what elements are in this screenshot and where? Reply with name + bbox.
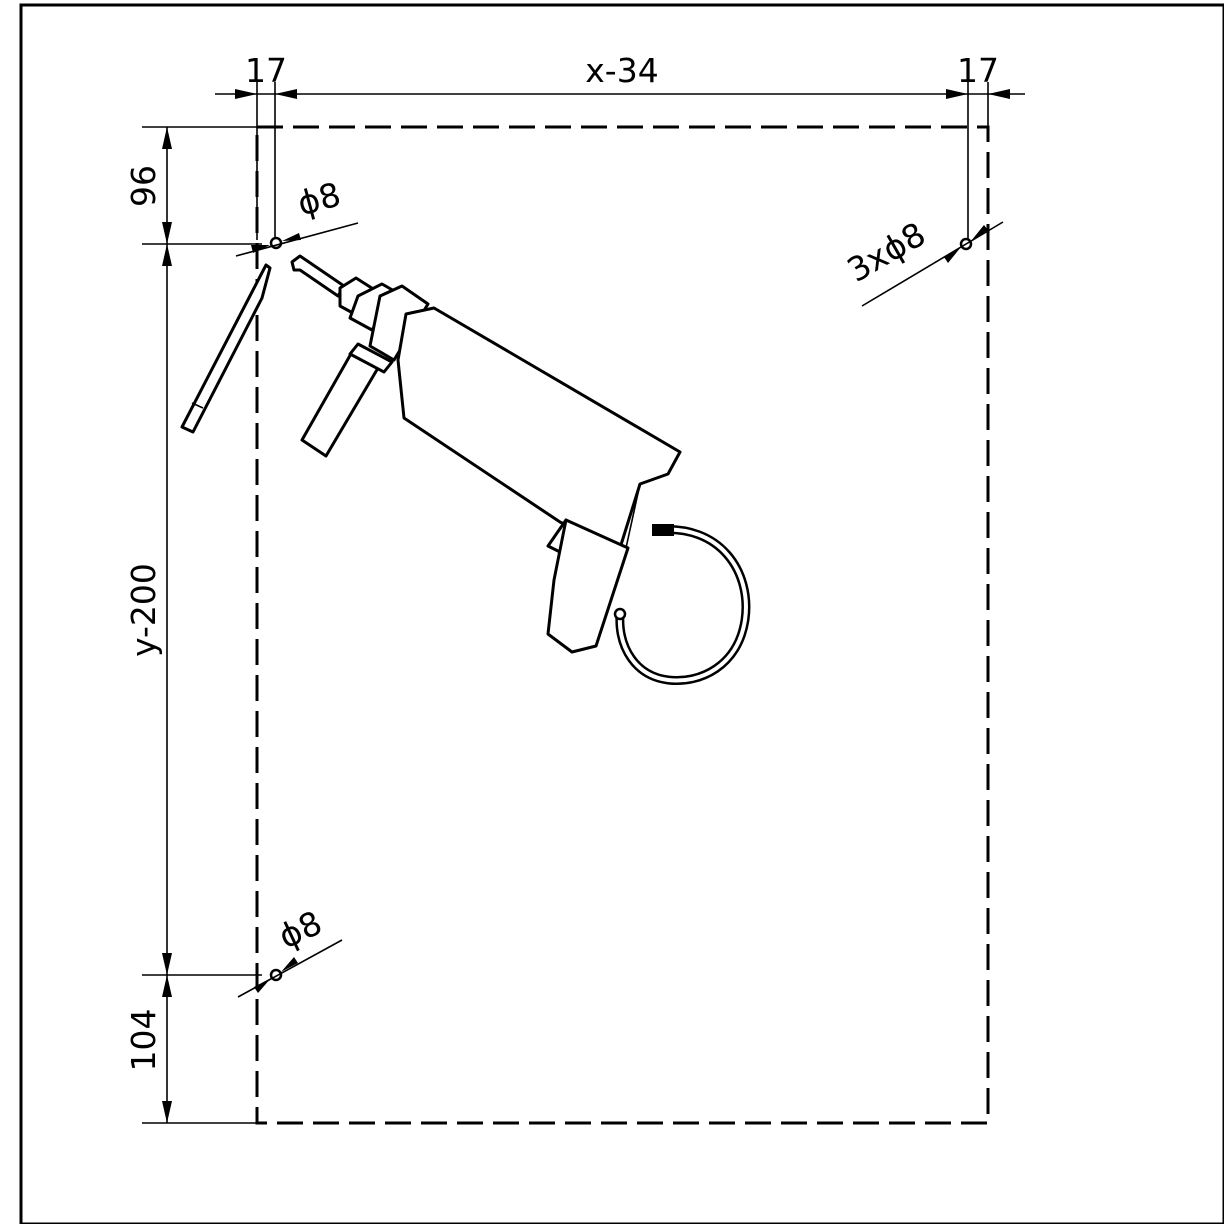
drill-bit-icon (180, 263, 272, 434)
dim-right-offset: 17 (957, 51, 999, 90)
template-outline (255, 125, 990, 1125)
drill-with-bit-icon (290, 254, 682, 654)
dim-top-offset: 96 (124, 165, 163, 207)
hole-bottom-left (237, 939, 343, 998)
hole-bottom-left-label: ϕ8 (273, 903, 328, 956)
top-dimension-chain (215, 82, 1025, 243)
dim-left-offset: 17 (245, 51, 287, 90)
dim-width: x-34 (585, 51, 658, 90)
hole-top-right (861, 221, 1004, 307)
hole-top-right-label: 3xϕ8 (840, 214, 932, 289)
hole-top-left-label: ϕ8 (293, 175, 344, 224)
sheet-border (19, 3, 1224, 1224)
dim-height: y-200 (124, 563, 163, 657)
dim-bottom-offset: 104 (124, 1009, 163, 1072)
left-dimension-chain (142, 126, 262, 1124)
cable-icon (613, 524, 751, 686)
hole-top-left (235, 222, 359, 257)
